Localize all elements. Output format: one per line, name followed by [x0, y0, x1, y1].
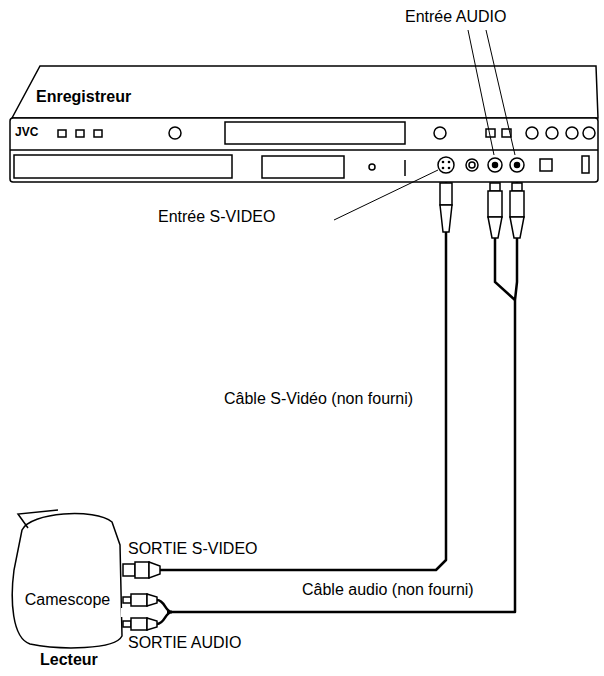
- port-label: Entrée S-VIDEO: [158, 208, 275, 226]
- node-heading: Lecteur: [40, 651, 98, 669]
- brand-logo: JVC: [15, 126, 38, 140]
- audio-cable: [127, 182, 517, 612]
- recorder-body: [10, 66, 598, 182]
- node-title: Enregistreur: [36, 88, 131, 106]
- port-label: SORTIE S-VIDEO: [128, 540, 258, 558]
- cable-label: Câble S-Vidéo (non fourni): [222, 390, 415, 408]
- plug-illustration: [121, 183, 524, 630]
- node-title: Camescope: [8, 591, 127, 609]
- svideo-pins: [442, 161, 451, 170]
- port-label: Entrée AUDIO: [405, 8, 506, 26]
- leader-lines: [334, 30, 515, 220]
- svideo-cable: [127, 182, 446, 570]
- port-label: SORTIE AUDIO: [128, 634, 242, 652]
- camcorder: CamescopeLecteur: [8, 505, 127, 673]
- cable-label: Câble audio (non fourni): [300, 581, 476, 599]
- camcorder-outline: [12, 510, 122, 648]
- recorder: Enregistreur: [8, 60, 600, 182]
